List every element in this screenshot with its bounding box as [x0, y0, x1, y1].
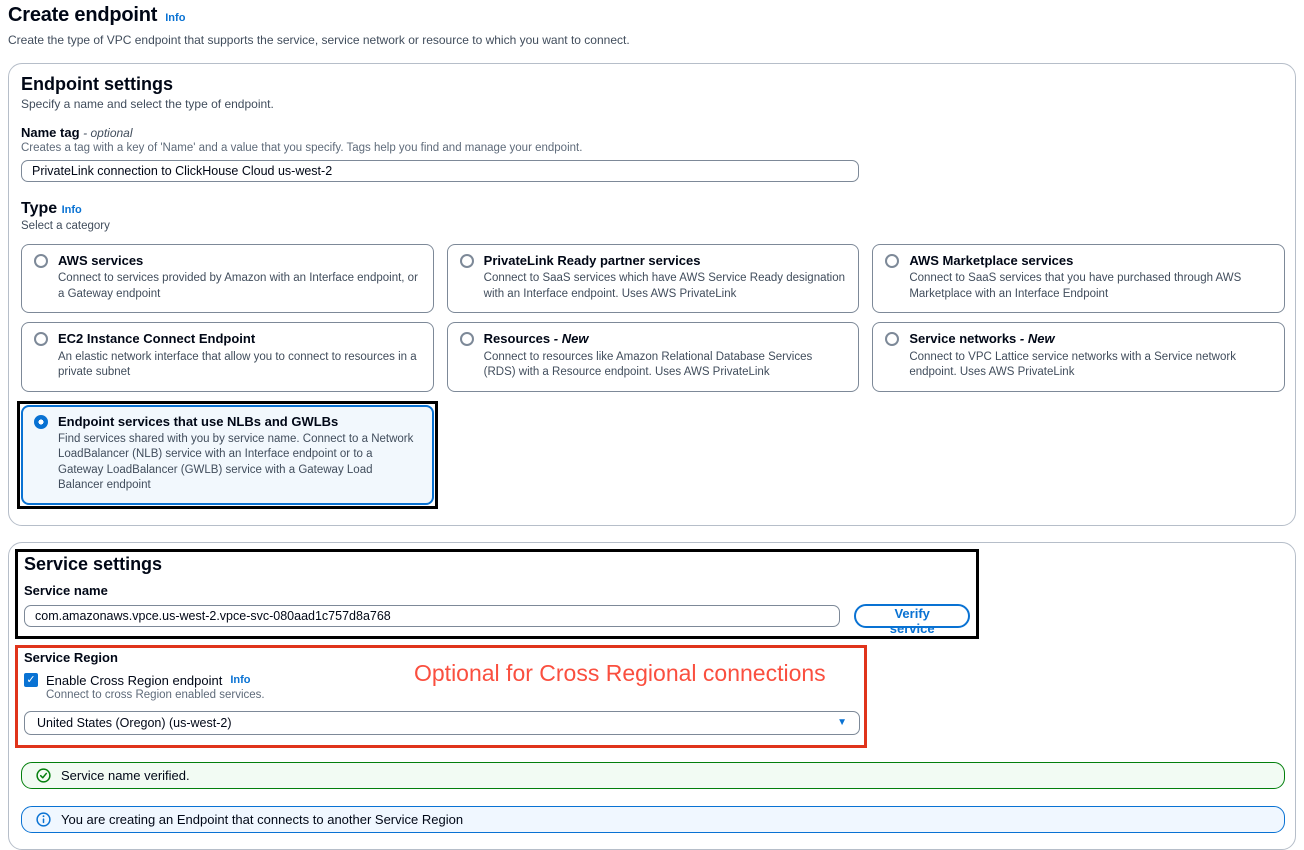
name-tag-label: Name tag - optional: [21, 125, 133, 140]
tile-title: Service networks - New: [909, 331, 1055, 347]
tile-title: PrivateLink Ready partner services: [483, 253, 701, 268]
cross-region-info-link[interactable]: Info: [230, 674, 251, 687]
info-banner-text: You are creating an Endpoint that connec…: [61, 811, 464, 827]
radio-unselected-icon[interactable]: [885, 332, 900, 347]
endpoint-settings-card: Endpoint settings Specify a name and sel…: [8, 63, 1296, 526]
cross-region-checkbox-label[interactable]: Enable Cross Region endpoint: [46, 672, 223, 688]
tile-service-networks[interactable]: Service networks - New Connect to VPC La…: [872, 322, 1285, 392]
tile-resources[interactable]: Resources - New Connect to resources lik…: [446, 322, 860, 392]
tile-aws-services[interactable]: AWS services Connect to services provide…: [21, 244, 434, 314]
tile-new-badge: - New: [1019, 331, 1055, 347]
chevron-down-icon: ▼: [837, 717, 847, 729]
success-banner-text: Service name verified.: [61, 767, 190, 783]
annotation-box-selected-tile: Endpoint services that use NLBs and GWLB…: [17, 400, 438, 509]
service-name-input[interactable]: [24, 604, 841, 627]
service-region-selected-value: United States (Oregon) (us-west-2): [37, 715, 232, 730]
tile-description: Connect to SaaS services which have AWS …: [483, 272, 846, 300]
tile-title: AWS Marketplace services: [909, 253, 1074, 268]
tile-title: AWS services: [58, 253, 144, 268]
cross-region-hint: Connect to cross Region enabled services…: [46, 688, 265, 701]
cross-region-checkbox[interactable]: ✓: [24, 673, 38, 688]
type-info-link[interactable]: Info: [61, 204, 82, 216]
success-banner: Service name verified.: [21, 761, 1285, 789]
tile-description: Connect to VPC Lattice service networks …: [909, 350, 1236, 379]
type-subheading: Select a category: [21, 220, 110, 232]
service-region-label: Service Region: [24, 649, 118, 665]
annotation-text-cross-regional: Optional for Cross Regional connections: [414, 659, 826, 686]
tile-description: Connect to SaaS services that you have p…: [909, 272, 1242, 300]
service-name-label: Service name: [24, 582, 108, 598]
annotation-box-service-region: Service Region ✓ Enable Cross Region end…: [15, 644, 867, 748]
name-tag-hint: Creates a tag with a key of 'Name' and a…: [21, 142, 583, 154]
tile-privatelink-ready-partner-services[interactable]: PrivateLink Ready partner services Conne…: [446, 244, 860, 314]
radio-unselected-icon[interactable]: [459, 332, 474, 347]
name-tag-input[interactable]: [21, 160, 859, 182]
tile-new-badge: - New: [553, 331, 589, 347]
tile-description: Find services shared with you by service…: [58, 432, 414, 492]
success-check-icon: [36, 768, 51, 783]
tile-title: EC2 Instance Connect Endpoint: [58, 331, 256, 347]
radio-unselected-icon[interactable]: [34, 254, 48, 268]
tile-title: Endpoint services that use NLBs and GWLB…: [58, 413, 339, 429]
page-description: Create the type of VPC endpoint that sup…: [8, 33, 630, 47]
annotation-box-service-name: Service settings Service name Verify ser…: [15, 548, 979, 639]
radio-unselected-icon[interactable]: [34, 332, 48, 347]
radio-unselected-icon[interactable]: [459, 254, 474, 268]
tile-ec2-instance-connect-endpoint[interactable]: EC2 Instance Connect Endpoint An elastic…: [21, 322, 434, 392]
radio-unselected-icon[interactable]: [885, 254, 900, 268]
tile-description: An elastic network interface that allow …: [58, 350, 417, 379]
endpoint-settings-heading: Endpoint settings: [21, 74, 173, 94]
tile-title: Resources - New: [483, 331, 589, 347]
type-heading: Type: [21, 200, 58, 217]
info-banner: You are creating an Endpoint that connec…: [21, 805, 1285, 833]
name-tag-optional-label: - optional: [83, 126, 133, 140]
verify-service-button[interactable]: Verify service: [854, 603, 970, 636]
info-icon: [36, 812, 51, 827]
endpoint-settings-subheading: Specify a name and select the type of en…: [21, 97, 274, 111]
page-title: Create endpoint: [8, 4, 158, 26]
tile-aws-marketplace-services[interactable]: AWS Marketplace services Connect to SaaS…: [872, 244, 1285, 314]
page-header: Create endpoint Info Create the type of …: [8, 4, 1296, 47]
service-settings-heading: Service settings: [24, 553, 163, 574]
radio-selected-icon[interactable]: [34, 414, 48, 429]
tile-endpoint-services-nlb-gwlb[interactable]: Endpoint services that use NLBs and GWLB…: [21, 404, 434, 505]
service-region-select[interactable]: United States (Oregon) (us-west-2) ▼: [24, 710, 860, 735]
tile-description: Connect to services provided by Amazon w…: [58, 272, 418, 300]
service-settings-card: Service settings Service name Verify ser…: [8, 541, 1296, 850]
page-info-link[interactable]: Info: [165, 12, 186, 24]
type-tiles-grid: AWS services Connect to services provide…: [17, 244, 1285, 509]
tile-description: Connect to resources like Amazon Relatio…: [483, 350, 813, 379]
